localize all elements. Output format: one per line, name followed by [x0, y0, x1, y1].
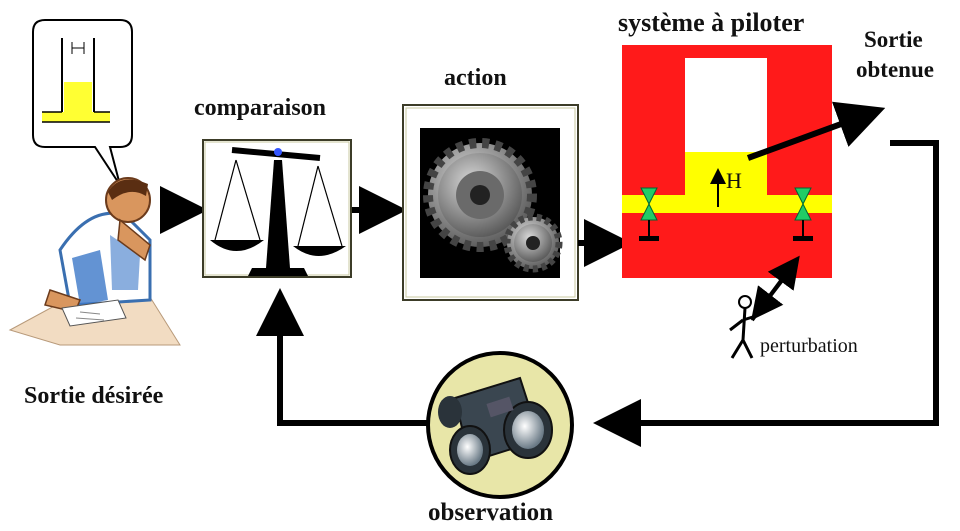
comparison-box [202, 139, 352, 278]
system-label: système à piloter [618, 8, 805, 37]
desired-output-label: Sortie désirée [24, 383, 164, 409]
balance-scale-icon [210, 147, 346, 276]
binoculars-icon [438, 376, 553, 475]
gears-icon [423, 138, 563, 273]
bubble-symbol: H [71, 42, 82, 57]
speech-bubble [32, 19, 133, 186]
feedback-loop [256, 140, 939, 447]
person-at-desk-icon [8, 177, 181, 346]
disturbance-label: perturbation [760, 335, 858, 357]
observation-label: observation [428, 499, 553, 526]
level-symbol: H [726, 168, 742, 193]
valve-right-icon [793, 187, 813, 241]
disturbance-arrow [750, 255, 800, 322]
system-box [622, 45, 832, 278]
comparison-label: comparaison [194, 95, 326, 121]
stick-figure-icon [729, 295, 757, 359]
valve-left-icon [639, 187, 659, 241]
output-label-line2: obtenue [856, 57, 934, 82]
small-tank-icon [42, 38, 110, 123]
action-box [402, 104, 579, 301]
output-label-line1: Sortie [864, 27, 923, 52]
action-label: action [444, 65, 507, 91]
observation-disk [426, 351, 574, 499]
arrow-to-output [746, 101, 886, 161]
